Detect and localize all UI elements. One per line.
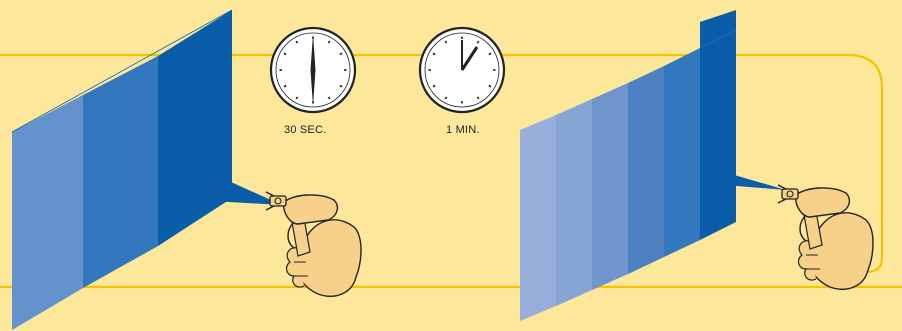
- clock-tick: [339, 84, 343, 88]
- spray-gun-hand-icon: [777, 184, 874, 290]
- clock-1-minute-icon: [418, 26, 506, 114]
- clock-tick: [432, 52, 436, 56]
- coat-right-6: [700, 30, 736, 240]
- clock-tick: [476, 40, 480, 44]
- clock-tick: [444, 40, 448, 44]
- clock-tick: [295, 40, 299, 44]
- clock-tick: [327, 96, 331, 100]
- clock-tick: [283, 84, 287, 88]
- clock-tick: [432, 84, 436, 88]
- clock-tick: [476, 96, 480, 100]
- coat-right-4: [628, 66, 664, 274]
- frame-top-line: [0, 53, 884, 274]
- clock-tick: [488, 52, 492, 56]
- clock-30-seconds-icon: [269, 26, 357, 114]
- coat-right-3: [592, 83, 628, 290]
- clock-tick: [444, 96, 448, 100]
- spray-gun-hand-icon: [265, 191, 362, 297]
- coat-left-1: [12, 95, 83, 330]
- clock-tick: [295, 96, 299, 100]
- clock-tick: [488, 84, 492, 88]
- coat-right-5: [664, 48, 700, 257]
- clock-tick: [327, 40, 331, 44]
- coat-right-2: [556, 99, 592, 306]
- clock-tick: [283, 52, 287, 56]
- clock-label-30-sec: 30 SEC.: [284, 124, 327, 136]
- coat-right-1: [520, 115, 556, 321]
- clock-tick: [339, 52, 343, 56]
- clock-label-1-min: 1 MIN.: [446, 124, 480, 136]
- coat-left-3: [158, 10, 232, 246]
- coat-left-2: [83, 56, 158, 288]
